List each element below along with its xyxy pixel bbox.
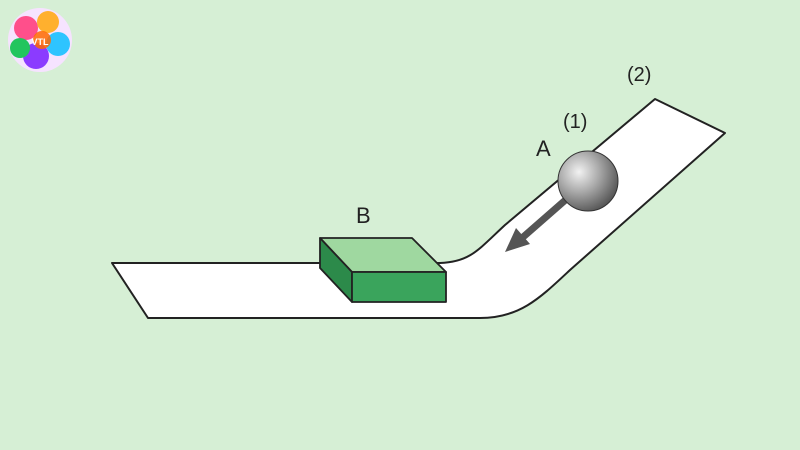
logo: VTL bbox=[8, 8, 72, 72]
motion-arrow bbox=[505, 193, 573, 252]
block-front-face bbox=[351, 271, 447, 303]
track-surface bbox=[111, 98, 726, 319]
block-b bbox=[319, 237, 447, 303]
block-label: B bbox=[356, 203, 371, 228]
ball-label: A bbox=[536, 136, 551, 161]
ball-a bbox=[557, 150, 619, 212]
logo-text: VTL bbox=[32, 37, 50, 47]
position-1-label: (1) bbox=[563, 111, 587, 133]
position-2-label: (2) bbox=[627, 64, 651, 86]
